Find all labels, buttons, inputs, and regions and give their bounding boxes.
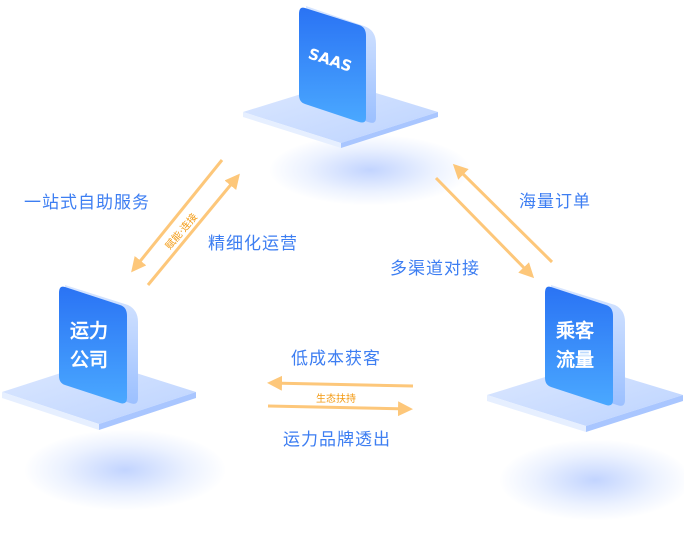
saas-card-face — [299, 7, 366, 123]
transport-platform-edge-left — [2, 392, 99, 430]
passenger-platform-edge-right — [586, 395, 683, 432]
transport-company-node: 运力 公司 — [2, 285, 196, 430]
arrow-saas-to-transport — [131, 159, 224, 273]
arrow-saas-to-passenger — [434, 176, 535, 279]
tag-ecosystem-support: 生态扶持 — [316, 394, 356, 405]
passenger-shadow — [500, 440, 684, 520]
transport-platform-edge-right — [99, 392, 196, 430]
passenger-traffic-node: 乘客 流量 — [487, 285, 683, 432]
passenger-card-face — [545, 286, 613, 406]
transport-card-face — [59, 286, 127, 404]
passenger-card-line2: 流量 — [556, 348, 594, 371]
arrow-transport-to-passenger — [267, 401, 413, 417]
arrow-transport-to-saas — [146, 173, 240, 286]
label-one-stop-self-service: 一站式自助服务 — [24, 193, 150, 213]
label-multichannel-integration: 多渠道对接 — [390, 259, 480, 279]
passenger-platform-edge-left — [487, 395, 586, 432]
label-refined-operations: 精细化运营 — [208, 234, 298, 254]
transport-card-line2: 公司 — [70, 349, 108, 371]
arrow-passenger-to-transport — [267, 375, 414, 391]
saas-platform-edge-left — [243, 112, 341, 148]
label-brand-exposure: 运力品牌透出 — [283, 430, 391, 450]
transport-shadow — [25, 430, 225, 510]
label-massive-orders: 海量订单 — [519, 192, 591, 212]
saas-shadow — [270, 135, 470, 205]
transport-card-line1: 运力 — [70, 319, 108, 342]
saas-node: SAAS — [243, 6, 438, 148]
label-low-cost-acquisition: 低成本获客 — [291, 349, 381, 369]
passenger-card-line1: 乘客 — [555, 319, 595, 342]
saas-platform-edge-right — [341, 112, 438, 148]
arrow-passenger-to-saas — [452, 163, 554, 264]
